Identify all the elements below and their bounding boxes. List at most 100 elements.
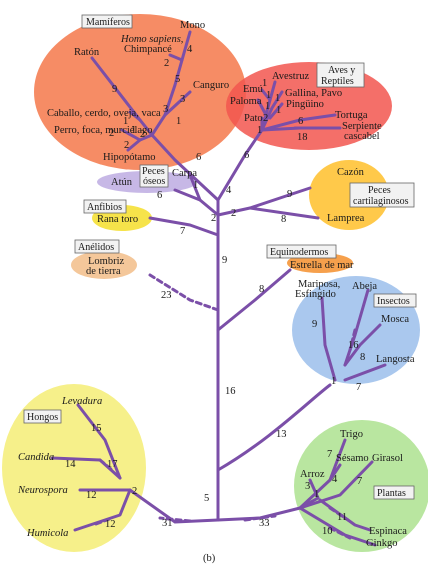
num-levadura: 15 [91,423,102,434]
species-homo-line2: Chimpancé [124,44,172,55]
num-humicola: 12 [105,519,116,530]
num-root-center: 5 [204,493,209,504]
num-caballo: 1 [123,116,128,127]
group-labels: Mamíferos Aves y Reptiles Peces óseos Pe… [23,14,417,500]
fungi-label: Hongos [27,412,58,423]
num-langosta: 8 [360,352,365,363]
bird-branch-gallina [260,90,284,132]
reptile-branch-tortuga [260,113,337,132]
species-ginkgo: Ginkgo [366,538,398,549]
species-espinaca: Espinaca [369,526,407,537]
insect-branch-langosta [343,363,387,382]
cartilaginous-fish-region [309,160,389,230]
mammals-label: Mamíferos [86,17,130,28]
num-mam-a: 3 [180,94,185,105]
amphibian-branch [148,216,220,237]
num-abeja: 16 [348,340,359,351]
species-humicola: Humicola [26,528,68,539]
mammals-label-box [81,14,133,29]
num-rana: 7 [180,226,185,237]
num-serpiente: 18 [297,132,308,143]
num-trigo: 7 [327,449,332,460]
fungi-candida-dash [98,458,114,472]
num-mam-b: 3 [163,104,168,115]
species-gallina: Gallina, Pavo [285,88,342,99]
fungi-branch-humicola [73,488,132,532]
species-candida: Candida [18,452,54,463]
species-tortuga: Tortuga [335,110,368,121]
num-perro-a: 2 [109,128,114,139]
echinoderm-branch [216,268,292,332]
num-mariposa: 9 [312,319,317,330]
fungi-root-dash [158,516,192,523]
bony-fish-label-box [139,164,169,188]
annelid-branch [148,273,220,312]
bony-fish-label-line1: Peces [142,166,165,177]
plant-branch-girasol [298,460,374,510]
species-canguro: Canguro [193,80,229,91]
mammal-stem [150,133,220,202]
num-lamprea: 8 [281,214,286,225]
species-trigo: Trigo [340,429,363,440]
species-abeja: Abeja [352,281,377,292]
species-lombriz-line1: Lombriz [88,256,124,267]
species-pato: Pato [244,113,263,124]
plants-root-dash [243,514,277,522]
num-homo: 2 [164,58,169,69]
mammal-branch-caballo [128,110,142,122]
insect-branch-mosca [343,323,382,367]
num-mam-stem: 6 [196,152,201,163]
amphibians-label: Anfibios [87,202,122,213]
species-neurospora: Neurospora [17,485,68,496]
insects-label: Insectos [377,296,410,307]
mammal-branch-homo [168,53,184,62]
species-arroz: Arroz [300,469,325,480]
species-serpiente-line2: cascabel [344,131,380,142]
num-neurospora: 12 [86,490,97,501]
species-mariposa-line1: Mariposa, [298,279,340,290]
species-mono: Mono [180,20,205,31]
amphibians-label-box [83,199,127,214]
species-hipopotamo: Hipopótamo [103,152,156,163]
num-girasol: 7 [357,476,362,487]
num-mono: 4 [187,44,193,55]
num-arroz-b: 1 [314,489,319,500]
fungi-branch-levadura [76,403,122,480]
num-estrella: 8 [259,284,264,295]
num-cart-stem: 2 [231,208,236,219]
insects-label-box [373,293,417,308]
cartilaginous-label-box [349,182,415,208]
species-sesamo: Sésamo [336,453,369,464]
num-candida: 14 [65,459,76,470]
num-lombriz: 23 [161,290,172,301]
num-root-right: 33 [259,518,270,529]
birds-reptiles-label-box [316,62,365,88]
cart-branch-lamprea [248,206,320,220]
num-hongo-stem: 2 [132,486,137,497]
birds-label-line1: Aves y [328,65,355,76]
num-amniota: 4 [226,185,232,196]
bird-stem [216,128,264,202]
fish-branch-carpa [188,173,202,202]
insect-branch-mariposa [320,296,337,382]
num-ginkgo: 10 [322,526,333,537]
annelids-label-box [74,239,120,254]
species-caballo: Caballo, cerdo, oveja, vaca [47,108,161,119]
num-ins-node: 1 [331,376,336,387]
bird-branch-emu [260,88,272,102]
num-paloma: 1 [265,101,270,112]
species-rana: Rana toro [97,214,138,225]
cartilaginous-label-line2: cartilaginosos [353,196,409,207]
figure-caption: (b) [203,553,216,564]
tree-branches [50,30,387,547]
insect-abeja-dash [348,328,357,352]
species-girasol: Girasol [372,453,403,464]
num-perro-c: 2 [140,129,145,140]
num-ave-stem: 6 [244,150,249,161]
num-mosca: 7 [356,382,361,393]
species-perro: Perro, foca, murciélago [54,125,153,136]
num-hongo-node: 17 [107,459,118,470]
num-ins-stem: 13 [276,429,287,440]
num-emu: 1 [262,78,267,89]
